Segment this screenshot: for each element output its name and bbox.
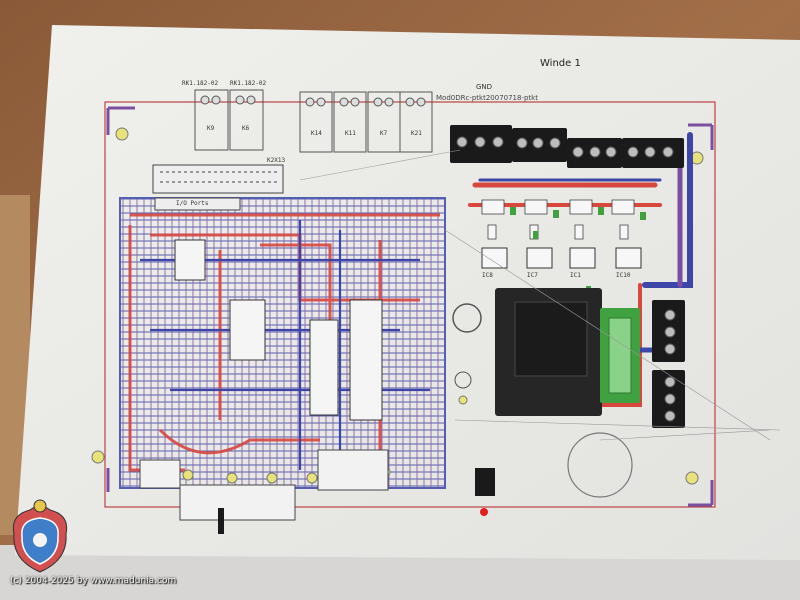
mounting-pad <box>91 450 105 464</box>
ic-label: IC1 <box>570 272 581 279</box>
ratsnest-lines <box>299 149 781 441</box>
relay-header-right: RK1.182-02 <box>230 80 267 87</box>
relay-label: K7 <box>380 130 388 137</box>
ic-label: IC10 <box>616 272 631 279</box>
ic-label: IC7 <box>527 272 538 279</box>
gnd-label: GND <box>476 83 493 91</box>
copyright-text: (c) 2004-2025 by www.madunia.com <box>10 576 177 586</box>
ic-label: IC8 <box>482 272 493 279</box>
relay-label: K9 <box>207 125 215 132</box>
madunia-emblem <box>12 499 68 573</box>
connector-label: K2X13 <box>267 157 286 164</box>
pcb-main-area <box>119 197 446 489</box>
header-label: I/O Ports <box>176 200 209 207</box>
relay-label: K14 <box>311 130 322 137</box>
fuse <box>608 317 632 394</box>
path-label: Mod0DRc-ptkt20070718-ptkt <box>436 94 538 102</box>
relay-label: K21 <box>411 130 422 137</box>
relay-label: K11 <box>345 130 356 137</box>
resistor-row <box>481 199 635 240</box>
regulator <box>475 468 495 496</box>
capacitor-outline <box>567 432 633 498</box>
relay-label: K6 <box>242 125 250 132</box>
bottom-connectors <box>139 449 389 521</box>
ic-chips <box>174 239 383 421</box>
relay-screws <box>200 95 426 107</box>
sheet-title: Winde 1 <box>540 58 581 69</box>
relay-header-left: RK1.182-02 <box>182 80 219 87</box>
mounting-pad <box>115 127 129 141</box>
transformer-top <box>514 301 588 377</box>
optocoupler-row <box>481 247 642 269</box>
bridge-rectifier <box>452 303 482 333</box>
terminal-screws-top <box>456 136 674 158</box>
jumper-wire <box>218 508 224 534</box>
left-header-block <box>154 197 241 211</box>
led <box>480 508 488 516</box>
mounting-pad <box>685 471 699 485</box>
relay-row <box>194 89 433 153</box>
header-connector <box>152 164 284 194</box>
terminal-screws-right <box>664 309 676 422</box>
